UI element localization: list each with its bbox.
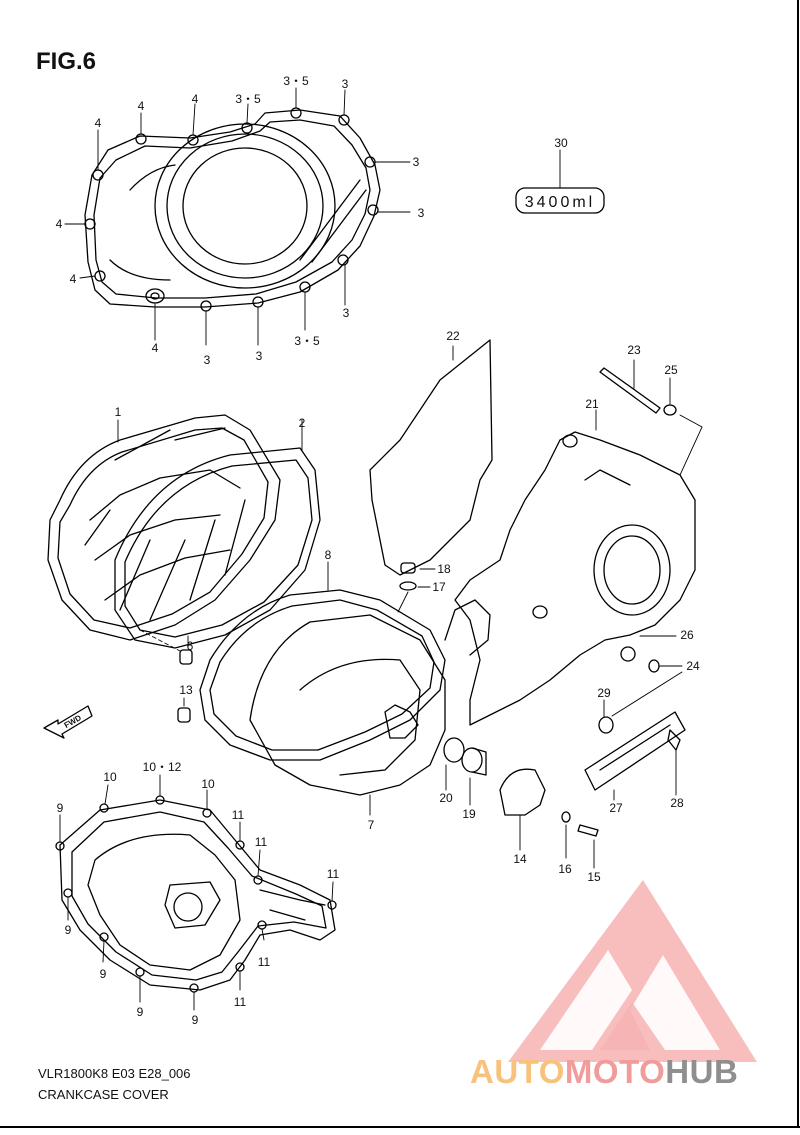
figure-title: FIG.6	[36, 48, 97, 75]
top-leaders	[64, 87, 411, 346]
gasket-8	[199, 561, 446, 761]
nut-25	[663, 377, 703, 476]
callout-3: 3	[256, 349, 263, 363]
caption: CRANKCASE COVER	[38, 1087, 169, 1102]
callout-3-5: 3・5	[235, 92, 261, 106]
callout-9: 9	[137, 1005, 144, 1019]
callout-10: 10	[201, 777, 215, 791]
watermark-part-moto: MOTO	[564, 1053, 666, 1090]
callout-19: 19	[462, 807, 476, 821]
frame-right	[797, 0, 799, 1128]
callout-18: 18	[437, 562, 451, 576]
callout-7: 7	[368, 818, 375, 832]
callout-25: 25	[664, 363, 678, 377]
callout-3: 3	[343, 306, 350, 320]
cap-14	[499, 768, 546, 851]
callout-30: 30	[554, 136, 568, 150]
callout-9: 9	[100, 967, 107, 981]
screw-28	[667, 729, 681, 796]
callout-2: 2	[299, 416, 306, 430]
callout-21: 21	[585, 397, 599, 411]
callout-9: 9	[192, 1013, 199, 1027]
crankcase-cover-1	[47, 414, 281, 641]
plug-19	[461, 747, 487, 806]
fwd-arrow	[43, 705, 93, 739]
gasket-22	[369, 339, 493, 576]
callout-4: 4	[152, 341, 159, 355]
o-ring-20	[443, 737, 465, 791]
o-ring-17	[397, 581, 431, 613]
callout-28: 28	[670, 796, 684, 810]
callout-3-5: 3・5	[283, 74, 309, 88]
callout-29: 29	[597, 686, 611, 700]
callout-23: 23	[627, 343, 641, 357]
watermark-part-hub: HUB	[665, 1053, 739, 1090]
cushion-29	[598, 699, 614, 734]
callout-14: 14	[513, 852, 527, 866]
callout-20: 20	[439, 791, 453, 805]
callout-3: 3	[413, 155, 420, 169]
callout-1: 1	[115, 405, 122, 419]
frame-bottom	[0, 1126, 800, 1128]
cover-7	[249, 599, 491, 816]
callout-3-5: 3・5	[294, 334, 320, 348]
callout-13: 13	[179, 683, 193, 697]
gasket-2	[114, 419, 321, 649]
callout-6: 6	[187, 639, 194, 653]
sealant-label: 3400ml	[525, 194, 595, 211]
callout-10-12: 10・12	[143, 760, 182, 774]
callout-22: 22	[446, 329, 460, 343]
callout-8: 8	[325, 548, 332, 562]
callout-11: 11	[258, 955, 271, 969]
cover-21	[454, 409, 696, 726]
plug-18	[400, 562, 436, 574]
callout-11: 11	[232, 808, 245, 822]
stud-23	[599, 359, 661, 414]
callout-10: 10	[103, 770, 117, 784]
callout-4: 4	[70, 272, 77, 286]
callout-11: 11	[327, 867, 340, 881]
callout-11: 11	[255, 835, 268, 849]
dowel-pin-6	[139, 629, 193, 665]
callout-24: 24	[686, 659, 700, 673]
watermark-text: AUTOMOTOHUB	[470, 1053, 738, 1091]
washer-16	[561, 811, 571, 859]
callout-17: 17	[432, 580, 446, 594]
callout-9: 9	[65, 923, 72, 937]
callout-4: 4	[56, 217, 63, 231]
callout-4: 4	[192, 92, 199, 106]
callout-3: 3	[204, 353, 211, 367]
bushing-26	[620, 635, 677, 662]
callout-27: 27	[609, 801, 623, 815]
callout-3: 3	[342, 77, 349, 91]
callout-15: 15	[587, 870, 601, 884]
callout-3: 3	[418, 206, 425, 220]
watermark-logo	[508, 880, 757, 1062]
callout-4: 4	[95, 116, 102, 130]
bolt-15	[577, 824, 599, 869]
callout-16: 16	[558, 862, 572, 876]
callout-11: 11	[234, 995, 247, 1009]
clutch-cover-top	[84, 107, 381, 312]
bracket-27	[584, 711, 686, 801]
model-code: VLR1800K8 E03 E28_006	[38, 1066, 191, 1081]
callout-26: 26	[680, 628, 694, 642]
bottom-leaders	[59, 774, 334, 1011]
callout-9: 9	[57, 801, 64, 815]
dowel-pin-13	[177, 697, 191, 723]
cover-bottom	[55, 795, 337, 993]
sealant-label-box	[515, 149, 605, 214]
watermark-part-auto: AUTO	[470, 1053, 565, 1090]
bolt-24	[611, 659, 683, 717]
callout-4: 4	[138, 99, 145, 113]
